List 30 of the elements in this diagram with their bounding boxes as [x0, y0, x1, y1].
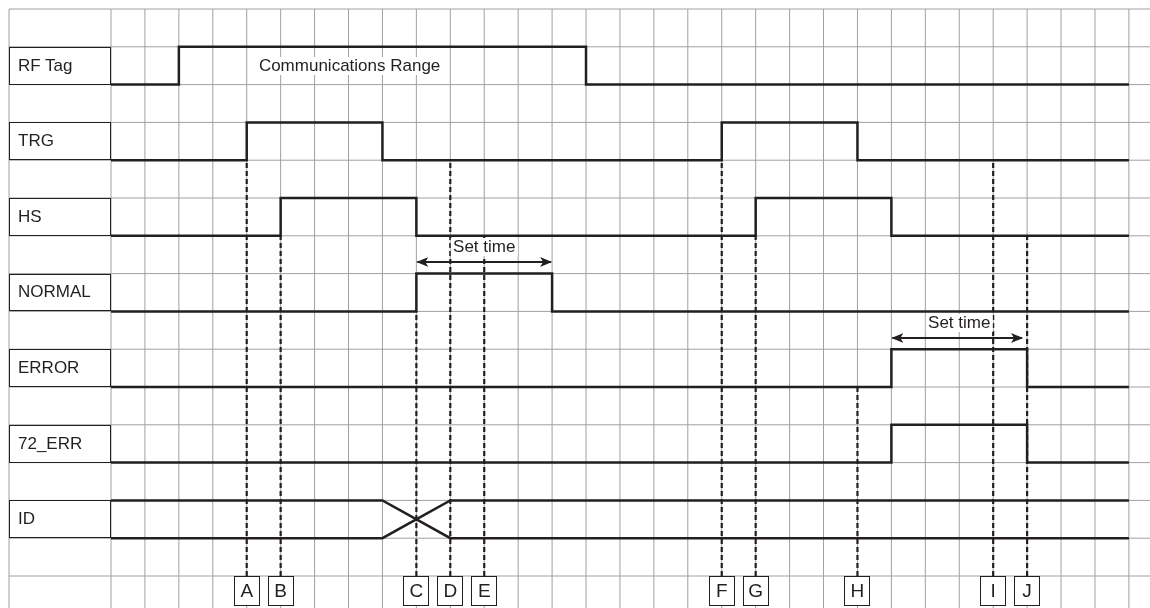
leader-line: [1026, 235, 1029, 576]
range-label: Communications Range: [256, 57, 443, 75]
leader-line: [449, 160, 452, 576]
leader-line: [992, 160, 995, 576]
leader-line: [279, 235, 282, 576]
leader-line: [754, 235, 757, 576]
signal-name-box: 72_ERR: [9, 424, 111, 463]
signal-name-box: TRG: [9, 122, 111, 161]
duration-label: Set time: [451, 238, 518, 256]
leader-line: [415, 311, 418, 576]
signal-name-box: RF Tag: [9, 46, 111, 85]
marker-letter-box: I: [980, 576, 1007, 606]
marker-letter-box: J: [1014, 576, 1041, 606]
signal-name-box: ERROR: [9, 349, 111, 387]
signal-name-box: ID: [9, 500, 111, 539]
marker-letter-box: C: [403, 576, 430, 606]
leader-line: [856, 387, 859, 576]
marker-letter-box: B: [267, 576, 294, 606]
marker-letter-box: D: [437, 576, 464, 606]
leader-line: [245, 160, 248, 576]
duration-label: Set time: [926, 314, 993, 332]
marker-letter-box: A: [233, 576, 260, 606]
leader-line: [483, 235, 486, 576]
marker-letter-box: F: [708, 576, 735, 606]
marker-letter-box: G: [742, 576, 769, 606]
marker-letter-box: E: [471, 576, 498, 606]
marker-letter-box: H: [844, 576, 871, 606]
signal-name-box: HS: [9, 198, 111, 236]
leader-line: [720, 160, 723, 576]
signal-name-box: NORMAL: [9, 273, 111, 312]
